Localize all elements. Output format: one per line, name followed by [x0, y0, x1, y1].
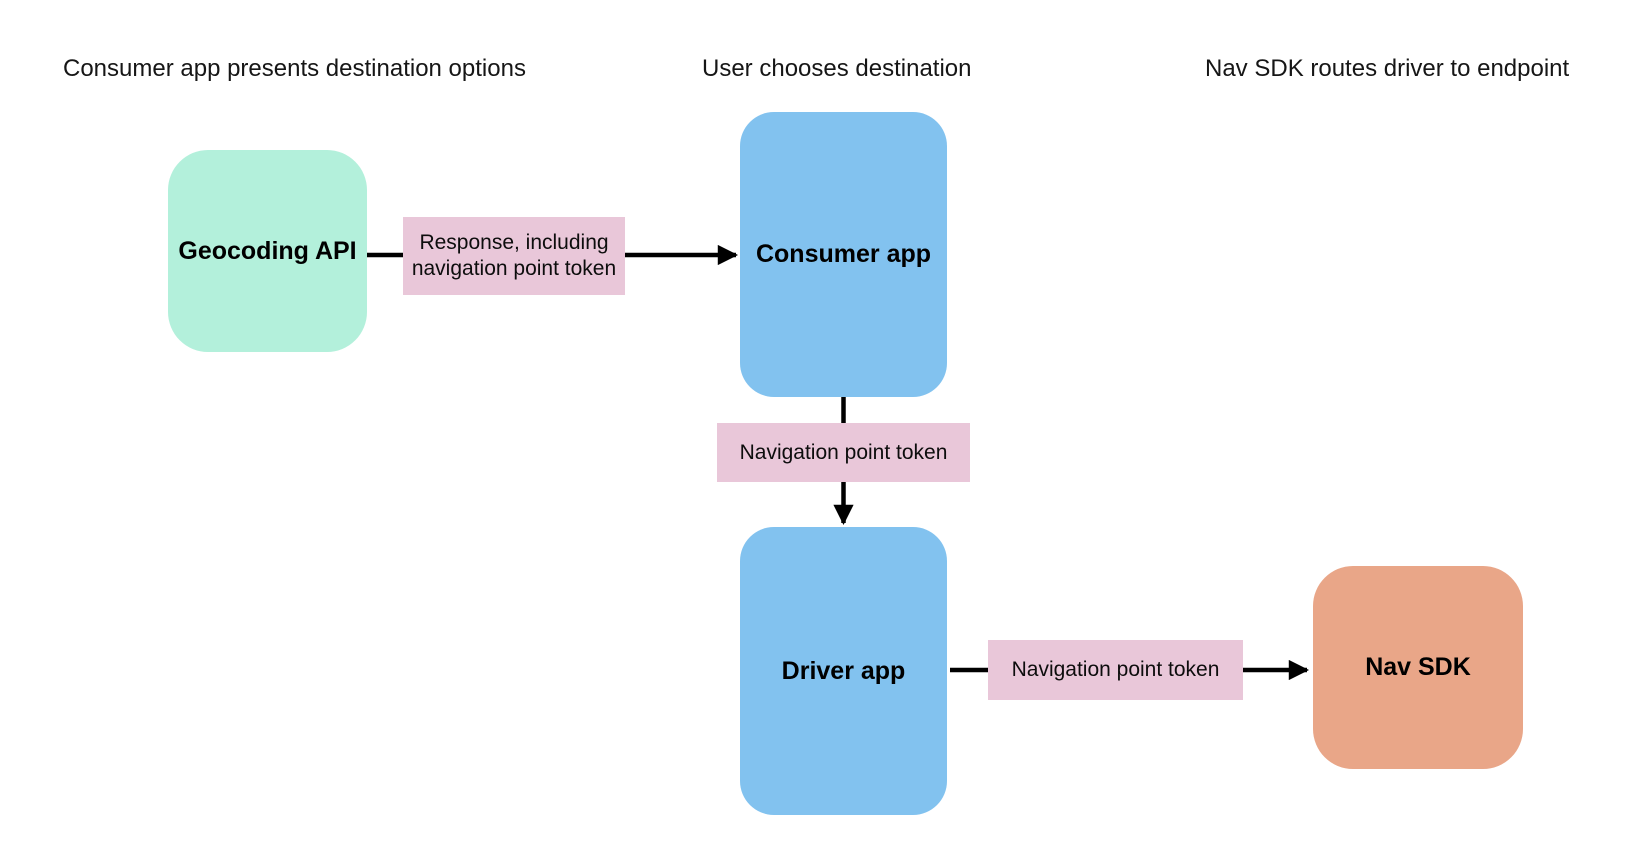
node-nav-sdk: Nav SDK — [1313, 566, 1523, 769]
edge-label-response-including-token: Response, including navigation point tok… — [403, 217, 625, 295]
column-header-user-chooses: User chooses destination — [702, 55, 972, 82]
edge-label-token-consumer-to-driver: Navigation point token — [717, 423, 970, 482]
node-consumer-app: Consumer app — [740, 112, 947, 397]
node-geocoding-api: Geocoding API — [168, 150, 367, 352]
column-header-navsdk-routes: Nav SDK routes driver to endpoint — [1205, 55, 1570, 82]
node-driver-app: Driver app — [740, 527, 947, 815]
column-header-consumer-presents: Consumer app presents destination option… — [63, 55, 526, 82]
edge-label-token-driver-to-navsdk: Navigation point token — [988, 640, 1243, 700]
